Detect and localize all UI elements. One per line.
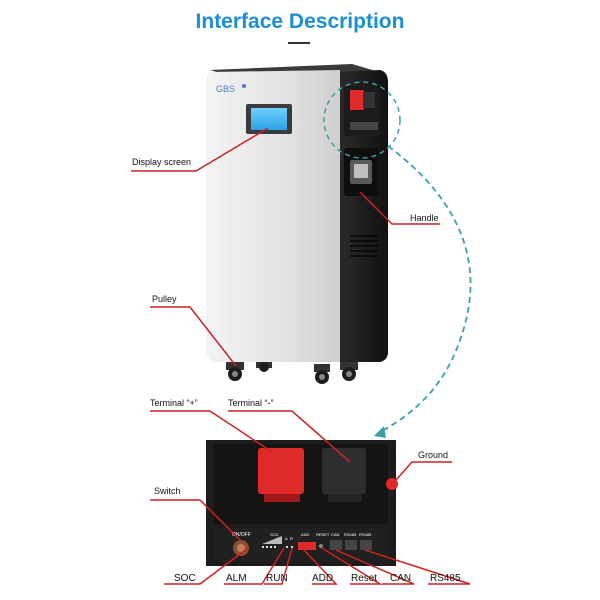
reset-button xyxy=(319,544,323,548)
side-terminal-red xyxy=(350,90,364,110)
soc-leds xyxy=(262,546,276,548)
title-underline xyxy=(288,42,310,44)
battery-cabinet xyxy=(206,64,388,384)
ground-screw xyxy=(386,478,398,490)
title-word-1: Interface xyxy=(195,10,284,33)
zoom-arrow-path xyxy=(379,145,472,433)
print-a: A xyxy=(285,536,288,541)
label-alm: ALM xyxy=(226,573,247,584)
print-add: ADD xyxy=(301,532,310,537)
terminal-neg xyxy=(322,448,366,494)
side-terminal-black xyxy=(363,92,375,108)
label-run: RUN xyxy=(266,573,288,584)
rs485-port-1 xyxy=(345,540,357,550)
alm-led xyxy=(286,546,288,548)
print-reset: RESET xyxy=(316,532,330,537)
brand-mark xyxy=(242,84,246,88)
display-screen xyxy=(251,108,287,130)
zoom-arrow-head xyxy=(374,426,386,438)
print-rs485-2: RS485 xyxy=(359,532,372,537)
print-r: R xyxy=(290,536,293,541)
label-add: ADD xyxy=(312,573,333,584)
label-switch: Switch xyxy=(154,486,181,496)
leaders-top xyxy=(131,127,440,367)
handle-grip xyxy=(354,164,368,178)
print-rs485-1: RS485 xyxy=(344,532,357,537)
page-title: Interface Description xyxy=(0,10,600,34)
label-ground: Ground xyxy=(418,450,448,460)
can-port xyxy=(330,540,342,550)
label-soc: SOC xyxy=(174,573,196,584)
title-word-2: Description xyxy=(288,10,405,33)
add-dip-switch xyxy=(298,542,316,550)
soc-wedge xyxy=(262,536,282,544)
wheels xyxy=(226,362,358,384)
print-on-off: ON/OFF xyxy=(232,532,251,538)
zoom-circle xyxy=(323,81,401,159)
cabinet-side xyxy=(338,70,388,362)
print-can: CAN xyxy=(331,532,340,537)
label-terminal-pos: Terminal “+” xyxy=(150,398,198,408)
vent-grille xyxy=(350,235,378,257)
print-soc: SOC xyxy=(270,532,279,537)
zoomed-panel: ON/OFF SOC A R ADD RESET CAN RS485 RS485 xyxy=(206,440,398,566)
label-terminal-neg: Terminal “-” xyxy=(228,398,274,408)
label-pulley: Pulley xyxy=(152,294,177,304)
cabinet-front xyxy=(206,70,340,362)
run-led xyxy=(291,546,293,548)
label-rs485: RS485 xyxy=(430,573,461,584)
side-port-strip xyxy=(350,122,378,130)
brand-logo: GBS xyxy=(216,84,235,94)
terminal-pos xyxy=(258,448,304,494)
label-can: CAN xyxy=(390,573,411,584)
label-reset: Reset xyxy=(351,573,377,584)
leaders-bottom xyxy=(150,410,471,585)
label-handle: Handle xyxy=(410,213,439,223)
rs485-port-2 xyxy=(360,540,372,550)
label-display-screen: Display screen xyxy=(132,157,191,167)
